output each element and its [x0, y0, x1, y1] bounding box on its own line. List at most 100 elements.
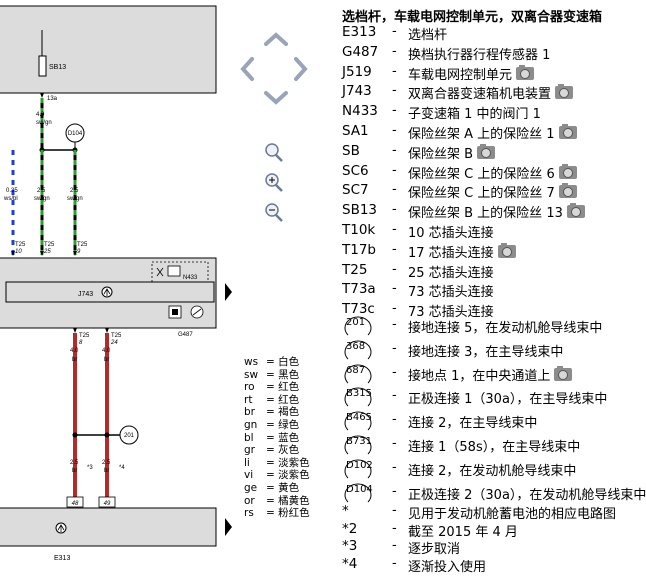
legend-code: B731	[346, 436, 372, 447]
legend-code: T10k	[342, 222, 376, 238]
wire-5-size: 4.0	[102, 348, 111, 354]
legend-desc: 连接 2，在发动机舱导线束中	[408, 463, 577, 479]
legend-code: J519	[342, 63, 372, 80]
camera-icon[interactable]	[477, 143, 496, 159]
legend-row: J519-车载电网控制单元	[342, 63, 612, 83]
color-name: 绿色	[278, 418, 300, 431]
color-key-row: vi= 淡紫色	[244, 469, 310, 482]
legend-row: SC6-保险丝架 C 上的保险丝 6	[342, 163, 612, 182]
legend-dash: -	[392, 103, 397, 119]
camera-icon[interactable]	[555, 84, 574, 100]
legend-desc: 双离合器变速箱机电装置	[408, 83, 574, 102]
wire-6-note: *3	[87, 465, 93, 471]
color-code: gr	[244, 444, 255, 457]
conn-1-name: T25	[15, 242, 26, 248]
conn-3-name: T25	[77, 242, 88, 248]
wire-6-color: br	[72, 468, 77, 474]
legend-desc: 子变速箱 1 中的阀门 1	[408, 107, 541, 123]
nav-left-icon[interactable]	[240, 57, 254, 81]
legend-desc: 73 芯插头连接	[408, 305, 494, 321]
camera-icon[interactable]	[566, 203, 585, 219]
conn-5-name: T25	[111, 333, 122, 339]
legend-desc: 连接 2，在主导线束中	[408, 416, 538, 432]
g487-symbol-icon	[192, 308, 202, 316]
wire-main-size: 4.0	[36, 112, 45, 118]
conn-5-pin: 24	[110, 340, 118, 346]
color-code: ro	[244, 381, 255, 394]
wire-3-color: sw/gn	[67, 196, 83, 202]
color-key-row: rs= 粉红色	[244, 507, 310, 520]
legend-dash: -	[392, 281, 397, 297]
color-key-row: ge= 黄色	[244, 481, 300, 494]
legend-row: G487-换档执行器行程传感器 1	[342, 44, 612, 63]
conn-3-pin: 9	[77, 249, 81, 255]
color-name: 黑色	[278, 368, 300, 381]
legend-dash: -	[392, 261, 397, 277]
color-code: rs	[244, 507, 254, 520]
pin-arrow	[73, 251, 77, 256]
legend-code: B315	[346, 388, 372, 400]
legend-row: D102-连接 2，在发动机舱导线束中	[342, 459, 612, 479]
color-key-row: li= 淡紫色	[244, 456, 310, 469]
node-201-label: 201	[124, 433, 135, 439]
continue-arrow-icon	[225, 283, 232, 301]
legend-dash: -	[392, 317, 397, 332]
legend-dash: -	[392, 222, 397, 237]
color-key-row: ro= 红色	[244, 381, 300, 394]
camera-icon[interactable]	[558, 124, 577, 139]
g487-label: G487	[178, 332, 193, 338]
nav-right-icon[interactable]	[294, 57, 308, 81]
color-name: 蓝色	[278, 431, 300, 444]
legend-desc: 车载电网控制单元	[408, 64, 535, 83]
legend-dash: -	[392, 538, 397, 554]
camera-icon[interactable]	[516, 64, 535, 80]
color-name: 粉红色	[278, 507, 310, 520]
wire-3-size: 2.5	[70, 188, 79, 194]
camera-icon[interactable]	[497, 242, 516, 258]
legend-code: *3	[342, 538, 358, 555]
legend-row: *4-逐渐投入使用	[342, 555, 612, 575]
wire-7-size: 2.5	[102, 460, 111, 466]
legend-desc: 连接 1（58s），在主导线束中	[408, 440, 581, 455]
legend-code: T73c	[342, 301, 375, 318]
legend-row: *3 -逐步取消	[342, 538, 612, 558]
legend-desc: 接地连接 5，在发动机舱导线束中	[408, 321, 603, 336]
wire-1-size: 0.35	[6, 188, 18, 194]
legend-row: E313-选档杆	[342, 24, 612, 43]
legend-desc: 17 芯插头连接	[408, 242, 516, 261]
camera-icon[interactable]	[554, 365, 573, 381]
legend-row: N433-子变速箱 1 中的阀门 1	[342, 103, 612, 123]
legend-desc: 10 芯插头连接	[408, 226, 494, 241]
color-code: li	[244, 456, 250, 469]
zoom-fit-icon[interactable]	[265, 143, 283, 162]
nav-up-icon[interactable]	[264, 32, 288, 46]
camera-icon[interactable]	[558, 183, 577, 199]
pin-arrow	[105, 328, 109, 333]
camera-icon[interactable]	[558, 163, 577, 179]
zoom-in-icon[interactable]	[265, 173, 283, 192]
color-name: 白色	[278, 356, 300, 368]
legend-desc: 逐步取消	[408, 542, 461, 558]
legend-row: *-见用于发动机舱蓄电池的相应电路图	[342, 503, 616, 522]
legend-code: SC7	[342, 182, 369, 199]
color-code: ge	[244, 481, 258, 494]
color-code: bl	[244, 431, 254, 444]
color-name: 褐色	[278, 406, 300, 419]
color-code: vi	[244, 469, 254, 482]
zoom-out-icon[interactable]	[265, 203, 283, 222]
legend-code: 687	[346, 364, 366, 376]
legend-code: D102	[346, 459, 373, 471]
conn-4-pin: 8	[79, 340, 83, 346]
nav-down-icon[interactable]	[264, 91, 288, 105]
legend-dash: -	[392, 123, 397, 138]
color-code: or	[244, 494, 255, 507]
legend-code: SB13	[342, 202, 378, 219]
legend-desc: 保险丝架 A 上的保险丝 1	[408, 123, 577, 142]
legend-desc: 换档执行器行程传感器 1	[408, 47, 551, 63]
j743-label: J743	[78, 291, 93, 298]
legend-desc: 见用于发动机舱蓄电池的相应电路图	[408, 507, 617, 522]
legend-code: *4	[342, 555, 358, 572]
legend-row: 201-接地连接 5，在发动机舱导线束中	[342, 316, 612, 336]
color-key-row: ws= 白色	[244, 356, 300, 368]
